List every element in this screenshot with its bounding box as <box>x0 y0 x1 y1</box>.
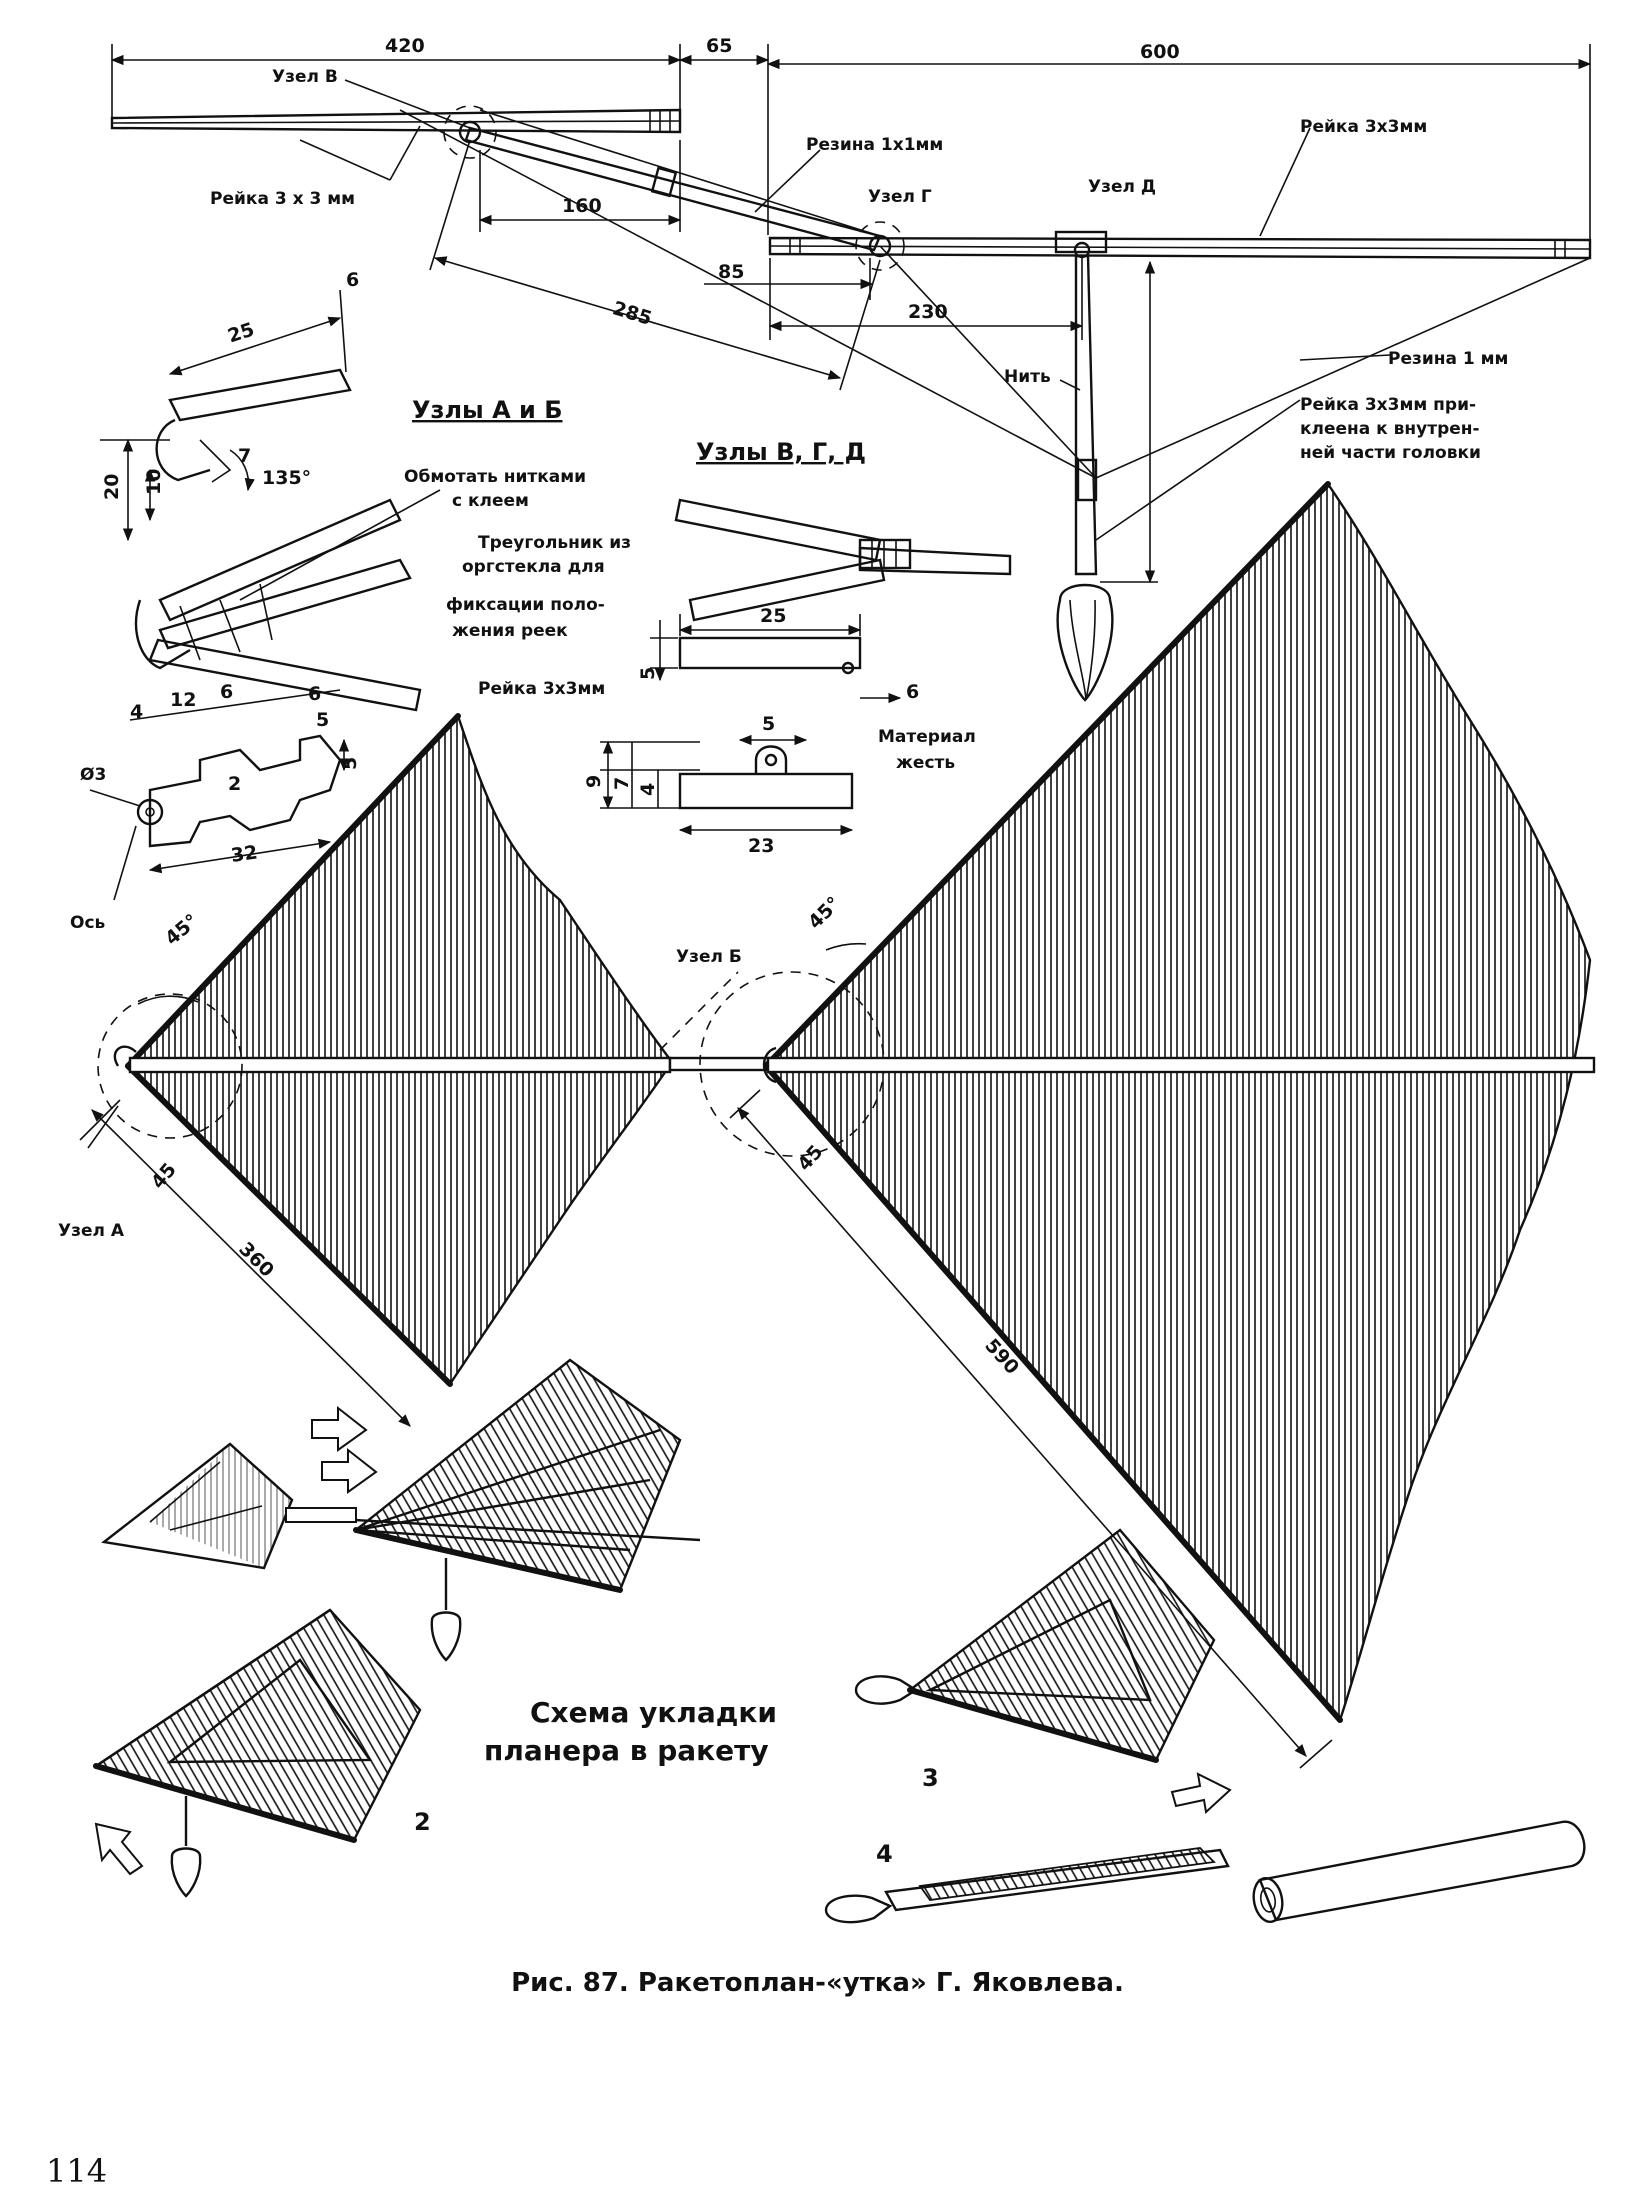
label-obmotat-2: с клеем <box>452 491 529 511</box>
dim-6a: 6 <box>346 269 359 291</box>
step-label-3: 3 <box>922 1764 939 1792</box>
dim-32: 32 <box>230 841 259 866</box>
dim-25a: 25 <box>225 318 257 347</box>
dim-line-360 <box>91 1109 411 1427</box>
step-label-4: 4 <box>876 1840 893 1868</box>
dim-65: 65 <box>706 35 732 57</box>
dim-4: 4 <box>130 701 143 723</box>
dim-45-left: 45 <box>147 1159 181 1193</box>
packing-step-2 <box>93 1608 422 1898</box>
uzel-g-hinge <box>868 234 892 258</box>
dim-5c: 5 <box>316 709 329 731</box>
dim-420: 420 <box>385 35 425 57</box>
label-uzel-b: Узел Б <box>676 947 742 967</box>
label-treug-1: Треугольник из <box>478 533 631 553</box>
detail-hinge-plate <box>89 689 350 901</box>
dim-160: 160 <box>562 195 602 217</box>
label-uzel-v: Узел В <box>272 67 338 87</box>
packing-step-1 <box>101 1358 701 1662</box>
label-reyka-glued-3: ней части головки <box>1300 443 1481 463</box>
label-obmotat-1: Обмотать нитками <box>404 467 586 487</box>
scheme-title-1: Схема укладки <box>530 1696 777 1729</box>
figure-caption: Рис. 87. Ракетоплан-«утка» Г. Яковлева. <box>511 1968 1124 1998</box>
dim-5a: 5 <box>637 667 659 680</box>
label-uzel-a: Узел А <box>58 1221 125 1241</box>
detail-plate-23 <box>600 734 854 836</box>
dim-20: 20 <box>101 474 123 500</box>
main-wing-top-view <box>729 481 1596 1769</box>
dim-45deg-right: 45° <box>804 893 845 934</box>
thread-line <box>879 245 1097 479</box>
step-label-2: 2 <box>414 1808 431 1836</box>
label-treug-4: жения реек <box>452 621 568 641</box>
label-reyka-3x3-mid: Рейка 3х3мм <box>478 679 605 699</box>
dim-360: 360 <box>234 1238 278 1282</box>
page-number: 114 <box>46 2152 108 2190</box>
label-rezina-1mm: Резина 1 мм <box>1388 349 1508 369</box>
dim-6b: 6 <box>906 681 919 703</box>
dim-23: 23 <box>748 835 774 857</box>
heading-uzly-ab: Узлы А и Б <box>412 396 562 424</box>
fuselage-boom <box>1074 254 1098 576</box>
label-material-1: Материал <box>878 727 976 747</box>
detail-plate-25 <box>650 614 902 704</box>
rubber-1mm-line <box>1095 257 1591 479</box>
wing-leading-edge-upper <box>763 481 1331 1069</box>
dim-6c: 6 <box>220 681 233 703</box>
packing-step-4 <box>824 1772 1586 1924</box>
label-rezina-1x1: Резина 1х1мм <box>806 135 943 155</box>
dim-10: 10 <box>143 469 165 495</box>
detail-node-ab <box>134 489 441 712</box>
uzel-d-block <box>1054 230 1108 254</box>
canard-leading-edge-upper <box>125 713 461 1069</box>
detail-bracket <box>100 289 352 542</box>
dim-2: 2 <box>228 773 241 795</box>
dim-5b: 5 <box>762 713 775 735</box>
dim-45deg-left: 45° <box>161 910 203 950</box>
wing-spar <box>766 1056 1596 1074</box>
label-os: Ось <box>70 913 105 933</box>
dim-135: 135° <box>262 467 311 489</box>
dim-285: 285 <box>610 297 654 330</box>
canard-top-view <box>79 713 674 1427</box>
label-treug-2: оргстекла для <box>462 557 605 577</box>
dim-5d: 5 <box>339 757 361 770</box>
side-view <box>110 44 1592 702</box>
label-diam-3: Ø3 <box>80 765 106 785</box>
dim-600: 600 <box>1140 41 1180 63</box>
detail-node-vgd <box>674 498 1012 622</box>
canard-spar <box>128 1056 672 1074</box>
dim-85: 85 <box>718 261 744 283</box>
label-nit: Нить <box>1004 367 1051 387</box>
uzel-v-callout-circle <box>443 105 497 159</box>
label-reyka-3x3-left: Рейка 3 х 3 мм <box>210 189 355 209</box>
dim-7b: 7 <box>611 777 633 790</box>
dim-45-right: 45 <box>793 1141 827 1175</box>
nose-weight <box>1056 583 1114 702</box>
label-material-2: жесть <box>896 753 955 773</box>
dim-4b: 4 <box>637 783 659 796</box>
label-uzel-g: Узел Г <box>868 187 932 207</box>
label-uzel-d: Узел Д <box>1088 177 1156 197</box>
dim-6d: 6 <box>308 683 321 705</box>
dim-line-285 <box>433 256 842 380</box>
uzel-g-callout-circle <box>855 221 905 271</box>
dim-7a: 7 <box>238 445 251 467</box>
packing-step-3 <box>854 1528 1216 1763</box>
label-reyka-glued-1: Рейка 3х3мм при- <box>1300 395 1476 415</box>
heading-uzly-vgd: Узлы В, Г, Д <box>696 438 866 466</box>
dim-12: 12 <box>170 689 196 711</box>
label-reyka-3x3-top: Рейка 3х3мм <box>1300 117 1427 137</box>
dim-9: 9 <box>583 775 605 788</box>
label-treug-3: фиксации поло- <box>446 595 605 615</box>
rocket-tube <box>1258 1820 1586 1922</box>
label-reyka-glued-2: клеена к внутрен- <box>1300 419 1480 439</box>
scheme-title-2: планера в ракету <box>484 1734 769 1767</box>
connecting-rod <box>464 126 882 252</box>
dim-25b: 25 <box>760 605 786 627</box>
dim-230: 230 <box>908 301 948 323</box>
